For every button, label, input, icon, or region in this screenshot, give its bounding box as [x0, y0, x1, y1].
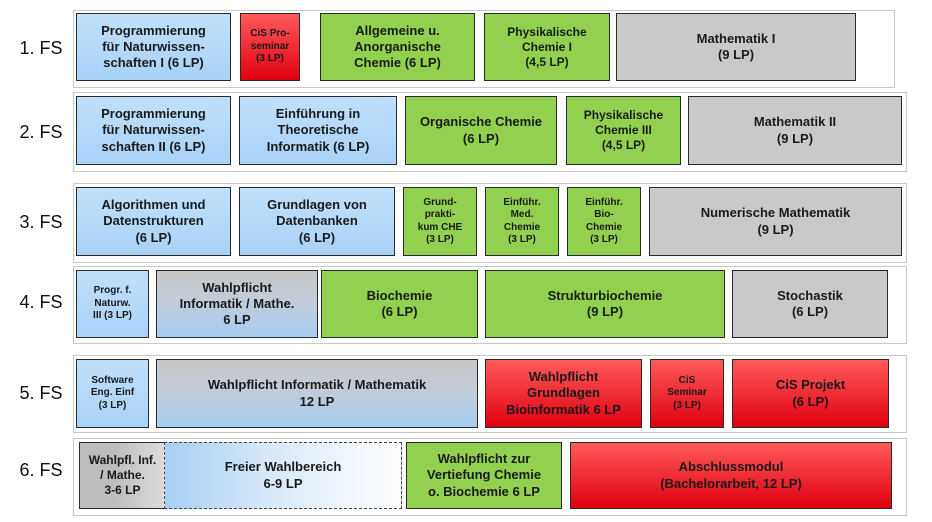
module-freier-wahlbereich: Freier Wahlbereich 6-9 LP — [164, 442, 402, 509]
module-wahlpflicht-info-mathe-3-6lp: Wahlpfl. Inf. / Mathe. 3-6 LP — [79, 442, 165, 509]
module-programmierung-2: Programmierung für Naturwissen- schaften… — [76, 96, 231, 165]
module-organische-chemie: Organische Chemie (6 LP) — [405, 96, 557, 165]
semester-label-3: 3. FS — [19, 212, 63, 232]
module-wahlpflicht-info-mathe-12lp: Wahlpflicht Informatik / Mathematik 12 L… — [156, 359, 478, 428]
module-grundpraktikum-che: Grund- prakti- kum CHE (3 LP) — [403, 187, 477, 256]
module-strukturbiochemie: Strukturbiochemie (9 LP) — [485, 270, 725, 338]
module-programmierung-1: Programmierung für Naturwissen- schaften… — [76, 13, 231, 81]
module-physikalische-chemie-3: Physikalische Chemie III (4,5 LP) — [566, 96, 681, 165]
module-abschlussmodul: Abschlussmodul (Bachelorarbeit, 12 LP) — [570, 442, 892, 509]
module-programmierung-3: Progr. f. Naturw. III (3 LP) — [76, 270, 149, 338]
module-theoretische-informatik: Einführung in Theoretische Informatik (6… — [239, 96, 397, 165]
module-wahlpflicht-info-mathe-6lp: Wahlpflicht Informatik / Mathe. 6 LP — [156, 270, 318, 338]
semester-label-6: 6. FS — [19, 460, 63, 480]
module-software-engineering: Software Eng. Einf (3 LP) — [76, 359, 149, 428]
module-biochemie: Biochemie (6 LP) — [321, 270, 478, 338]
semester-label-5: 5. FS — [19, 383, 63, 403]
module-datenbanken: Grundlagen von Datenbanken (6 LP) — [239, 187, 395, 256]
module-allgemeine-chemie: Allgemeine u. Anorganische Chemie (6 LP) — [320, 13, 475, 81]
semester-label-2: 2. FS — [19, 122, 63, 142]
module-med-chemie: Einführ. Med. Chemie (3 LP) — [485, 187, 559, 256]
module-mathematik-1: Mathematik I (9 LP) — [616, 13, 856, 81]
module-mathematik-2: Mathematik II (9 LP) — [688, 96, 902, 165]
module-algorithmen: Algorithmen und Datenstrukturen (6 LP) — [76, 187, 231, 256]
module-cis-proseminar: CiS Pro- seminar (3 LP) — [240, 13, 300, 81]
semester-label-1: 1. FS — [19, 38, 63, 58]
module-numerische-mathematik: Numerische Mathematik (9 LP) — [649, 187, 902, 256]
module-cis-seminar: CiS Seminar (3 LP) — [650, 359, 724, 428]
module-cis-projekt: CiS Projekt (6 LP) — [732, 359, 889, 428]
module-bio-chemie: Einführ. Bio- Chemie (3 LP) — [567, 187, 641, 256]
module-vertiefung-chemie: Wahlpflicht zur Vertiefung Chemie o. Bio… — [406, 442, 562, 509]
module-physikalische-chemie-1: Physikalische Chemie I (4,5 LP) — [484, 13, 610, 81]
module-wahlpflicht-bioinformatik: Wahlpflicht Grundlagen Bioinformatik 6 L… — [485, 359, 642, 428]
semester-label-4: 4. FS — [19, 292, 63, 312]
module-stochastik: Stochastik (6 LP) — [732, 270, 888, 338]
